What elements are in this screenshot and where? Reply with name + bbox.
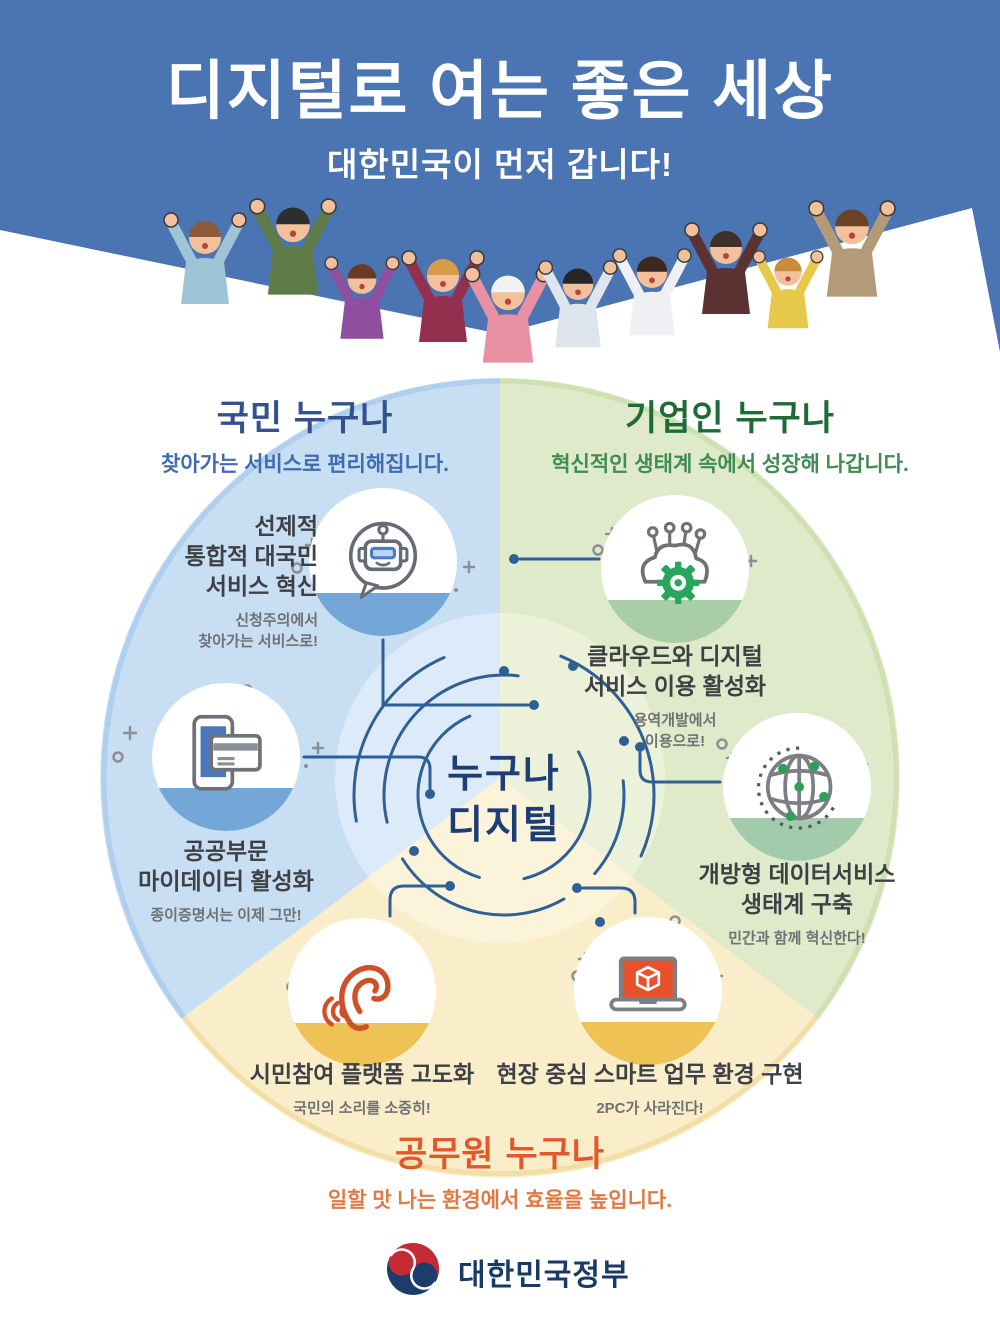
circle-band-green <box>723 818 871 861</box>
item-title-line: 서비스 혁신 <box>205 572 318 599</box>
item-title-line: 선제적 <box>254 513 318 539</box>
item-mydata-circle <box>152 683 300 831</box>
circuit-dots <box>409 554 645 927</box>
item-title-line: 마이데이터 활성화 <box>138 867 314 894</box>
section-citizen-subtitle: 찾아가는 서비스로 편리해집니다. <box>161 453 449 476</box>
inner-citizen-wedge <box>335 613 500 877</box>
person-figure <box>612 248 692 336</box>
item-note-line: 종이증명서는 이제 그만! <box>150 906 302 924</box>
inner-official-wedge <box>368 778 632 943</box>
official-rim <box>182 1015 818 1177</box>
item-service-innovation-circle <box>309 488 457 636</box>
section-official: 공무원 누구나 일할 맛 나는 환경에서 효율을 높입니다. <box>250 1126 750 1214</box>
label-cloud-service: 클라우드와 디지털 서비스 이용 활성화 용역개발에서 이용으로! <box>545 642 805 752</box>
person-figure <box>808 200 896 297</box>
item-note-line: 신청주의에서 <box>235 611 318 629</box>
laptop-cube-icon <box>609 956 687 1012</box>
label-citizen-platform: 시민참여 플랫폼 고도화 국민의 소리를 소중히! <box>212 1060 512 1119</box>
cloud-gear-icon <box>640 521 709 604</box>
item-note-line: 찾아가는 서비스로! <box>198 632 318 650</box>
label-open-data: 개방형 데이터서비스 생태계 구축 민간과 함께 혁신한다! <box>667 860 927 949</box>
person-figure <box>538 260 618 348</box>
gear-shape <box>656 561 700 604</box>
person-figure <box>464 266 552 363</box>
item-note-line: 민간과 함께 혁신한다! <box>728 929 866 947</box>
connector-ear <box>388 884 446 918</box>
label-service-innovation: 선제적 통합적 대국민 서비스 혁신 신청주의에서 찾아가는 서비스로! <box>140 512 318 652</box>
label-mydata: 공공부문 마이데이터 활성화 종이증명서는 이제 그만! <box>106 837 346 926</box>
government-name: 대한민국정부 <box>458 1259 630 1292</box>
section-business-title: 기업인 누구나 <box>625 399 835 438</box>
item-note-line: 용역개발에서 <box>633 711 717 729</box>
circle-band-blue <box>152 788 300 831</box>
section-citizen: 국민 누구나 찾아가는 서비스로 편리해집니다. <box>95 390 515 478</box>
person-figure <box>684 222 768 314</box>
center-slogan-line2: 디지털 <box>447 803 561 847</box>
section-citizen-title: 국민 누구나 <box>216 399 394 438</box>
person-figure <box>163 212 247 304</box>
chatbot-robot-icon <box>348 521 418 599</box>
item-title-line: 클라우드와 디지털 <box>587 643 763 669</box>
phone-card-icon <box>192 714 262 791</box>
globe-network-icon <box>756 746 838 830</box>
header-title: 디지털로 여는 좋은 세상 <box>165 55 835 127</box>
connector-globe <box>638 751 722 784</box>
circle-band-yellow <box>574 1022 722 1065</box>
crowd-illustration <box>163 198 896 363</box>
circle-band-blue <box>309 593 457 636</box>
item-title-line: 개방형 데이터서비스 <box>698 861 896 887</box>
official-wedge <box>181 778 819 1178</box>
item-title-line: 시민참여 플랫폼 고도화 <box>249 1061 475 1087</box>
person-figure <box>249 198 337 295</box>
item-title-line: 현장 중심 스마트 업무 환경 구현 <box>496 1061 804 1087</box>
item-citizen-platform-circle <box>288 918 436 1066</box>
connector-laptop <box>581 886 637 915</box>
item-title-line: 생태계 구축 <box>740 890 854 917</box>
item-title-line: 공공부문 <box>183 838 269 864</box>
item-smart-work-circle <box>574 917 722 1065</box>
circuit-arcs <box>352 643 656 947</box>
citizen-rim <box>101 378 501 1019</box>
center-slogan: 누구나 디지털 <box>404 750 604 851</box>
header-banner <box>0 0 1000 363</box>
person-figure <box>752 250 824 329</box>
item-title-line: 서비스 이용 활성화 <box>583 672 767 699</box>
listening-ear-icon <box>322 964 391 1031</box>
section-official-title: 공무원 누구나 <box>395 1135 605 1174</box>
connector-robot <box>381 638 530 707</box>
label-smart-work: 현장 중심 스마트 업무 환경 구현 2PC가 사라진다! <box>470 1060 830 1119</box>
connector-phone <box>302 755 432 790</box>
section-business-subtitle: 혁신적인 생태계 속에서 성장해 나갑니다. <box>551 453 909 476</box>
header-blue-shape <box>0 0 1000 352</box>
item-note-line: 국민의 소리를 소중히! <box>293 1099 431 1117</box>
item-note-line: 이용으로! <box>644 732 706 750</box>
person-figure <box>324 256 400 339</box>
center-slogan-line1: 누구나 <box>447 753 561 796</box>
circle-band-green <box>601 600 749 643</box>
item-open-data-circle <box>723 713 871 861</box>
footer: 대한민국정부 <box>0 1236 1000 1306</box>
network-dots <box>778 761 829 822</box>
section-business: 기업인 누구나 혁신적인 생태계 속에서 성장해 나갑니다. <box>515 390 945 478</box>
connector-lines <box>302 557 722 918</box>
business-rim <box>499 378 899 1019</box>
item-title-line: 통합적 대국민 <box>184 542 318 569</box>
item-note-line: 2PC가 사라진다! <box>596 1099 704 1117</box>
section-official-subtitle: 일할 맛 나는 환경에서 효율을 높입니다. <box>327 1189 673 1212</box>
header-subtitle: 대한민국이 먼저 갑니다! <box>327 146 673 183</box>
item-cloud-service-circle <box>601 495 749 643</box>
korea-government-emblem-icon <box>387 1243 439 1295</box>
